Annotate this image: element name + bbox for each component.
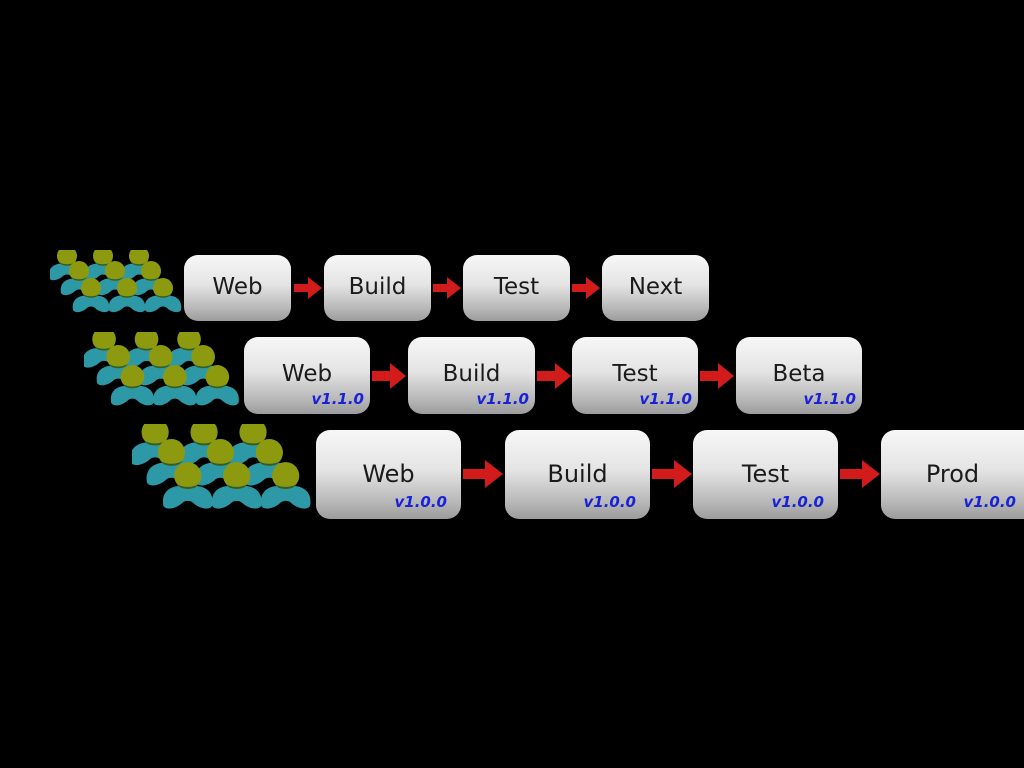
- stage-build-beta: Build v1.1.0: [408, 337, 535, 414]
- stage-label: Web: [281, 361, 333, 387]
- version-badge: v1.0.0: [583, 493, 637, 511]
- version-badge: v1.1.0: [311, 390, 365, 408]
- stage-next: Next: [602, 255, 709, 321]
- version-badge: v1.1.0: [803, 390, 857, 408]
- right-arrow-icon: [294, 277, 322, 299]
- stage-label: Next: [628, 274, 683, 300]
- person-icon: [153, 365, 197, 406]
- stage-test-beta: Test v1.1.0: [572, 337, 698, 414]
- person-icon: [72, 278, 110, 313]
- stage-label: Build: [547, 460, 608, 488]
- stage-build-prod: Build v1.0.0: [505, 430, 650, 519]
- right-arrow-icon: [652, 460, 692, 488]
- stage-web-next: Web: [184, 255, 291, 321]
- right-arrow-icon: [372, 363, 406, 389]
- stage-build-next: Build: [324, 255, 431, 321]
- stage-label: Test: [493, 274, 540, 300]
- people-group-icon: [50, 250, 182, 313]
- version-badge: v1.1.0: [476, 390, 530, 408]
- stage-beta: Beta v1.1.0: [736, 337, 862, 414]
- people-group-icon: [132, 424, 311, 509]
- person-icon: [195, 365, 239, 406]
- person-icon: [144, 278, 182, 313]
- person-icon: [108, 278, 146, 313]
- right-arrow-icon: [463, 460, 503, 488]
- stage-web-beta: Web v1.1.0: [244, 337, 370, 414]
- stage-test-next: Test: [463, 255, 570, 321]
- right-arrow-icon: [572, 277, 600, 299]
- stage-label: Beta: [772, 361, 826, 387]
- stage-web-prod: Web v1.0.0: [316, 430, 461, 519]
- people-group-icon: [84, 332, 239, 406]
- stage-label: Test: [741, 460, 790, 488]
- person-icon: [211, 462, 262, 509]
- stage-prod: Prod v1.0.0: [881, 430, 1024, 519]
- stage-label: Web: [212, 274, 263, 300]
- person-icon: [162, 462, 213, 509]
- stage-label: Build: [348, 274, 407, 300]
- right-arrow-icon: [433, 277, 461, 299]
- right-arrow-icon: [700, 363, 734, 389]
- stage-test-prod: Test v1.0.0: [693, 430, 838, 519]
- version-badge: v1.0.0: [771, 493, 825, 511]
- right-arrow-icon: [840, 460, 880, 488]
- version-badge: v1.0.0: [963, 493, 1017, 511]
- version-badge: v1.0.0: [394, 493, 448, 511]
- right-arrow-icon: [537, 363, 571, 389]
- person-icon: [260, 462, 311, 509]
- stage-label: Build: [442, 361, 501, 387]
- person-icon: [110, 365, 154, 406]
- version-badge: v1.1.0: [639, 390, 693, 408]
- stage-label: Prod: [925, 460, 980, 488]
- stage-label: Test: [612, 361, 658, 387]
- stage-label: Web: [362, 460, 415, 488]
